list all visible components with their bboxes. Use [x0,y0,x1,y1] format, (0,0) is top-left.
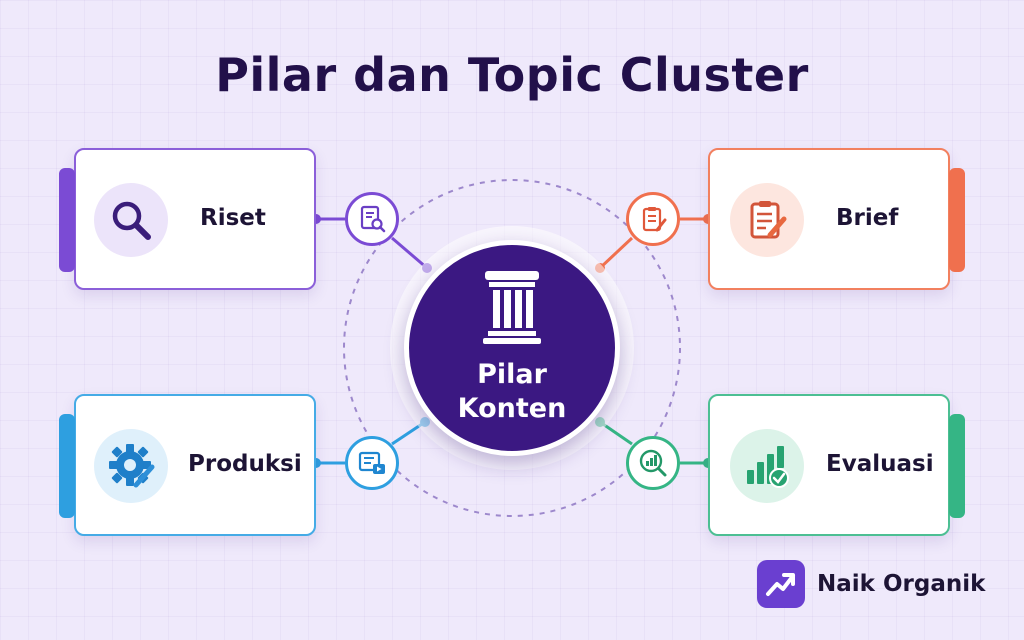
chart-magnifier-icon [639,449,667,477]
card-label: Produksi [188,451,302,477]
document-search-icon [360,205,386,233]
card-brief: Brief [708,148,965,290]
card-label: Brief [836,205,899,231]
page-title: Pilar dan Topic Cluster [215,48,809,102]
card-accent-tab [949,168,965,272]
gear-pencil-icon [94,429,168,503]
brand-logo [757,560,805,608]
video-document-icon [358,451,385,474]
pillar-icon [483,271,541,344]
produksi-node [345,436,399,490]
brand: Naik Organik [757,560,985,608]
card-evaluasi: Evaluasi [708,394,965,536]
card-produksi: Produksi [59,394,316,536]
brand-name: Naik Organik [817,571,986,597]
bar-chart-check-icon [730,429,804,503]
center-pillar: Pilar Konten [404,240,620,456]
clipboard-checklist-icon [642,207,667,232]
brief-node [626,192,680,246]
riset-node [345,192,399,246]
card-label: Riset [200,205,266,231]
orbit-ring [343,179,681,517]
center-title-line1: Pilar [477,359,547,390]
card-label: Evaluasi [826,451,934,477]
card-accent-tab [59,414,75,518]
center-title-line2: Konten [457,393,567,424]
search-icon [94,183,168,257]
card-accent-tab [949,414,965,518]
card-riset: Riset [59,148,316,290]
clipboard-pen-icon [730,183,804,257]
trending-up-icon [766,573,795,596]
card-accent-tab [59,168,75,272]
evaluasi-node [626,436,680,490]
